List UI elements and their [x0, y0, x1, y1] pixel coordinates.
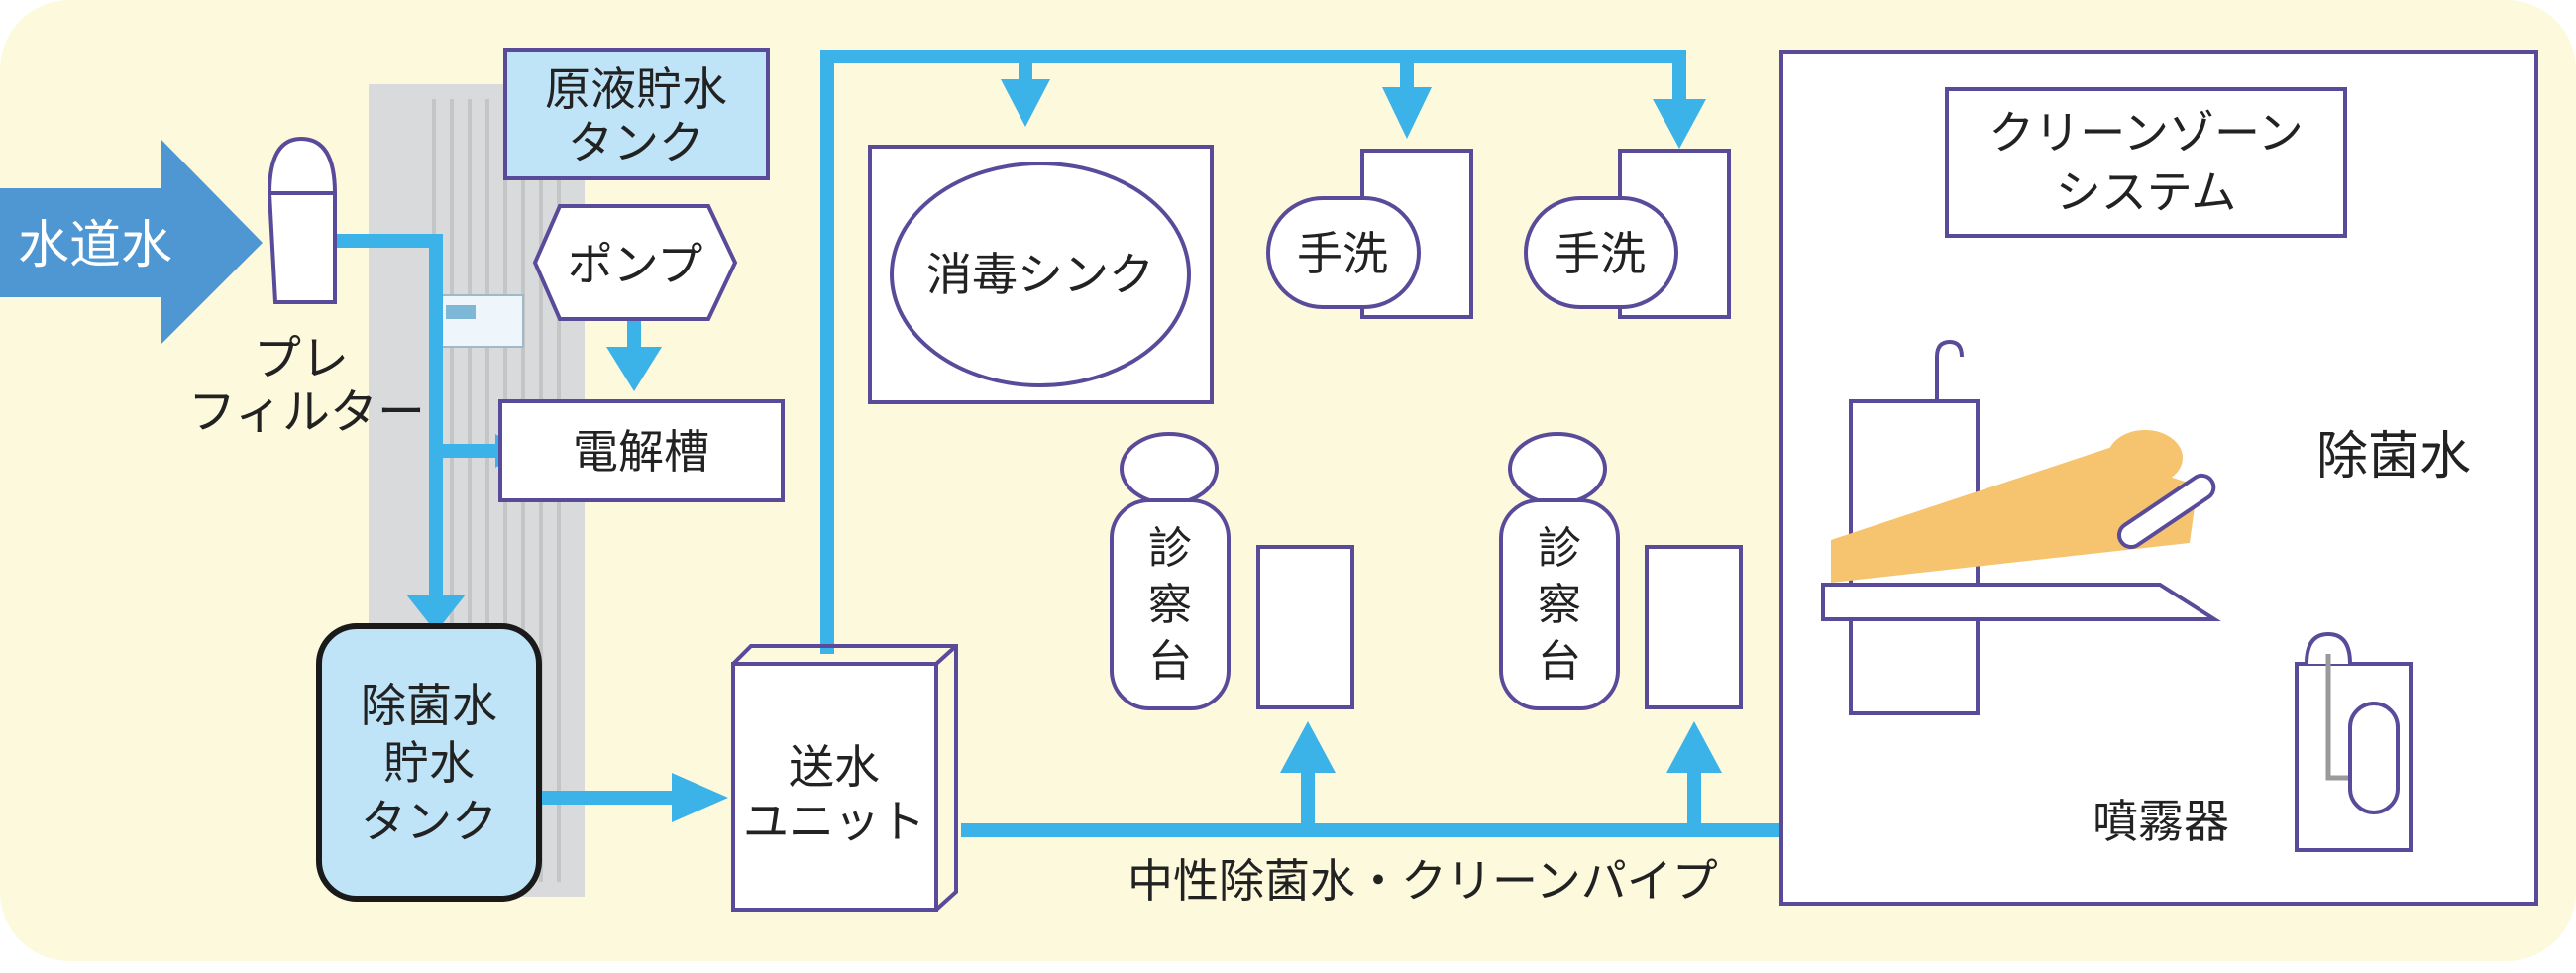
stock-tank: 原液貯水 タンク	[503, 48, 770, 180]
exam-chair-2-char-1: 診	[1538, 523, 1581, 574]
clean-zone-label-2: システム	[2056, 165, 2237, 219]
hand-wash-2: 手洗	[1524, 149, 1731, 319]
arrow-down-handwash-1	[1382, 87, 1432, 139]
pump: ポンプ	[532, 204, 738, 321]
electrolyzer-label: 電解槽	[573, 425, 709, 479]
exam-chair-2-char-3: 台	[1538, 636, 1581, 687]
arrow-right-supply-unit	[672, 773, 728, 822]
dental-chair-legrest	[2117, 473, 2216, 550]
arrow-down-handwash-2	[1653, 99, 1706, 149]
supply-unit-label-1: 送水	[789, 740, 880, 794]
clean-pipe-label: 中性除菌水・クリーンパイプ	[1127, 854, 1718, 908]
sterile-tank-label-3: タンク	[361, 795, 497, 848]
arrow-up-exam-chair-1	[1280, 721, 1336, 773]
arrow-down-electrolyzer	[606, 347, 662, 391]
sterile-water-tank: 除菌水 貯水 タンク	[316, 623, 542, 902]
hand-wash-1-label: 手洗	[1297, 227, 1388, 280]
patient-figure	[1831, 430, 2198, 583]
arrow-down-sink	[1001, 79, 1050, 127]
exam-chair-1-char-1: 診	[1148, 523, 1192, 574]
exam-chair-1: 診 察 台	[1110, 432, 1354, 710]
exam-chair-1-char-3: 台	[1148, 636, 1192, 687]
sprayer-label: 噴霧器	[2093, 795, 2229, 848]
exam-chair-2: 診 察 台	[1499, 432, 1743, 710]
supply-unit: 送水 ユニット	[731, 644, 958, 912]
pump-label: ポンプ	[568, 238, 703, 291]
clean-zone-system: クリーンゾーン システム	[1945, 87, 2347, 238]
sterile-tank-label-2: 貯水	[383, 736, 475, 790]
disinfection-sink: 消毒シンク	[868, 145, 1214, 404]
stock-tank-label-1: 原液貯水	[545, 62, 727, 116]
tap-water-arrow: 水道水	[0, 139, 263, 345]
exam-chair-1-char-2: 察	[1148, 580, 1192, 630]
hand-wash-2-label: 手洗	[1555, 227, 1646, 280]
disinfection-sink-label: 消毒シンク	[926, 248, 1154, 301]
prefilter-label-1: プレ	[254, 331, 349, 386]
prefilter-label-2: フィルター	[188, 384, 425, 440]
arrow-down-sterile-tank	[406, 595, 466, 632]
stock-tank-label-2: タンク	[568, 116, 704, 169]
supply-unit-label-2: ユニット	[743, 795, 925, 848]
sterile-water-label: 除菌水	[2316, 427, 2471, 486]
clean-zone-label-1: クリーンゾーン	[1988, 106, 2303, 160]
control-panel	[435, 294, 524, 348]
prefilter: プレ フィルター	[188, 136, 425, 440]
tap-water-label: 水道水	[18, 216, 172, 275]
hand-wash-1: 手洗	[1266, 149, 1473, 319]
dental-treatment-unit	[1821, 339, 2221, 715]
arrow-up-exam-chair-2	[1666, 721, 1722, 773]
exam-chair-2-char-2: 察	[1538, 580, 1581, 630]
dental-chair-seat	[1821, 583, 2221, 621]
electrolyzer: 電解槽	[498, 399, 785, 502]
sprayer: 噴霧器	[2093, 631, 2413, 852]
sterile-tank-label-1: 除菌水	[361, 679, 497, 732]
